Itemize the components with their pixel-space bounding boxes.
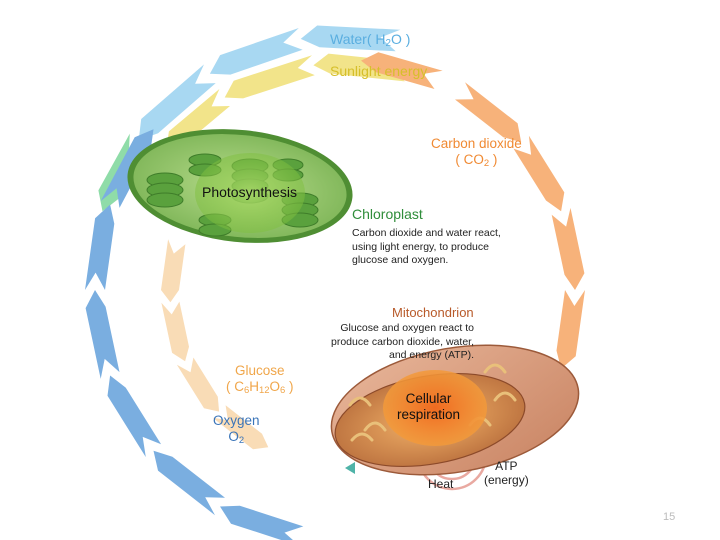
- oxygen-arrow-1: [85, 290, 120, 379]
- sunlight-arrow-2: [224, 55, 315, 99]
- label-sunlight-energy: Sunlight energy: [330, 63, 428, 79]
- mitochondrion-illustration: [330, 344, 580, 491]
- oxygen-arrow-6: [220, 505, 304, 540]
- water-arrow-2: [209, 28, 303, 75]
- glucose-arrow-3: [212, 405, 269, 450]
- glucose-arrow-4: [161, 239, 186, 303]
- label-mitochondrion: Mitochondrion: [392, 305, 474, 320]
- heat-arrow-icon: [345, 462, 355, 474]
- label-oxygen: Oxygen O2: [213, 413, 260, 446]
- water-arrow-1: [300, 25, 401, 52]
- glucose-arrow-2: [176, 357, 220, 412]
- co2-arrow-3: [551, 207, 585, 290]
- chloroplast-illustration: [127, 129, 353, 243]
- label-photosynthesis: Photosynthesis: [202, 184, 297, 200]
- label-water: Water( H2O ): [330, 31, 411, 49]
- label-heat: Heat: [428, 477, 454, 491]
- oxygen-arrow-4: [107, 375, 162, 458]
- co2-top-arrow-1: [361, 52, 443, 89]
- page-number: 15: [663, 511, 676, 523]
- oxygen-arrow-2: [85, 204, 115, 290]
- co2-arrow-4: [556, 290, 585, 369]
- co2-arrow-2: [513, 135, 565, 212]
- label-atp-energy: ATP (energy): [484, 459, 529, 487]
- glucose-arrow-1: [161, 301, 189, 362]
- water-arrow-3: [138, 64, 216, 141]
- label-carbon-dioxide: Carbon dioxide ( CO2 ): [431, 136, 522, 169]
- label-chloroplast: Chloroplast: [352, 206, 423, 222]
- co2-arrow-1: [455, 82, 522, 143]
- label-cellular-respiration: Cellular respiration: [397, 391, 461, 422]
- oxygen-arrow-3: [100, 129, 154, 208]
- mitochondrion-description: Glucose and oxygen react to produce carb…: [330, 322, 474, 362]
- oxygen-arrow-5: [153, 450, 225, 516]
- chloroplast-description: Carbon dioxide and water react, using li…: [352, 227, 501, 267]
- label-glucose: Glucose ( C6H12O6 ): [226, 363, 294, 396]
